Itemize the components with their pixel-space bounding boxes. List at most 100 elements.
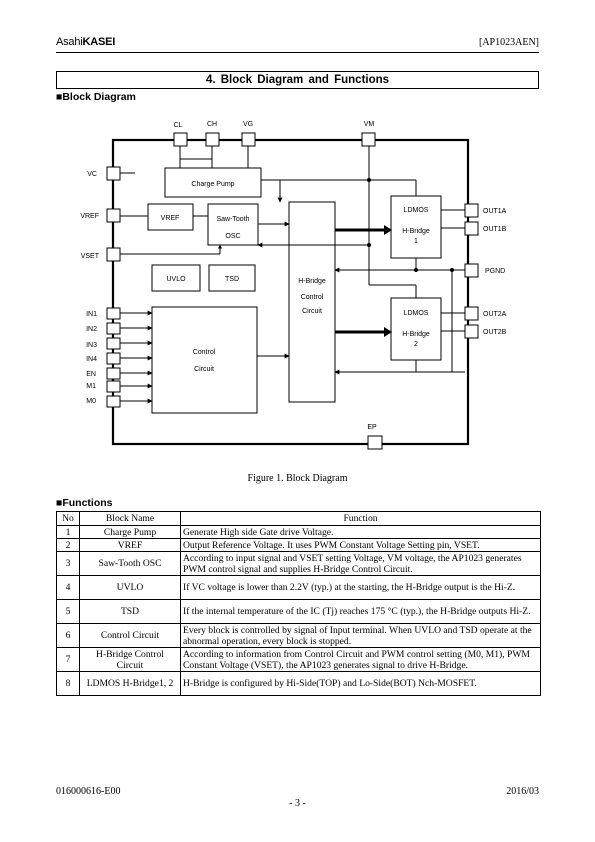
pin-out1b-label: OUT1B bbox=[483, 226, 507, 233]
row-name: H-Bridge Control Circuit bbox=[79, 647, 181, 672]
pin-vc-box bbox=[106, 166, 121, 181]
ldmos2-label-1: LDMOS bbox=[404, 310, 429, 317]
charge-pump-block bbox=[164, 167, 262, 198]
hb-ctrl-label-3: Circuit bbox=[302, 308, 322, 315]
pin-vg-box bbox=[241, 132, 256, 147]
table-row: 3 Saw-Tooth OSC According to input signa… bbox=[56, 551, 541, 576]
company-logo: AsahiKASEI bbox=[56, 36, 115, 48]
hbridge-control-block bbox=[288, 201, 336, 403]
table-row: 5 TSD If the internal temperature of the… bbox=[56, 599, 541, 624]
uvlo-block bbox=[151, 264, 201, 292]
header-block-name: Block Name bbox=[79, 511, 181, 526]
table-row: 6 Control Circuit Every block is control… bbox=[56, 623, 541, 648]
table-row: 4 UVLO If VC voltage is lower than 2.2V … bbox=[56, 575, 541, 600]
control-label-1: Control bbox=[193, 349, 216, 356]
pin-in3-box bbox=[106, 337, 121, 350]
row-function: According to input signal and VSET setti… bbox=[180, 551, 541, 576]
logo-kasei: KASEI bbox=[82, 36, 116, 48]
row-no: 7 bbox=[56, 647, 80, 672]
ldmos2-label-3: 2 bbox=[414, 341, 418, 348]
pin-en-box bbox=[106, 367, 121, 380]
pin-out1b-box bbox=[464, 221, 479, 236]
ldmos-hbridge2-block bbox=[390, 297, 442, 361]
sawtooth-label-2: OSC bbox=[225, 233, 240, 240]
pin-m0-box bbox=[106, 395, 121, 408]
pin-ep-box bbox=[367, 435, 383, 450]
footer-date: 2016/03 bbox=[506, 786, 539, 797]
charge-pump-label: Charge Pump bbox=[191, 181, 234, 188]
pin-ch-box bbox=[205, 132, 220, 147]
table-header-row: No Block Name Function bbox=[56, 511, 541, 526]
table-row: 1 Charge Pump Generate High side Gate dr… bbox=[56, 525, 541, 539]
row-name: Charge Pump bbox=[79, 525, 181, 539]
header-rule bbox=[56, 52, 539, 53]
vref-block bbox=[147, 203, 194, 231]
row-name: Control Circuit bbox=[79, 623, 181, 648]
ldmos1-label-2: H-Bridge bbox=[402, 228, 430, 235]
row-no: 6 bbox=[56, 623, 80, 648]
header-no: No bbox=[56, 511, 80, 526]
sawtooth-label-1: Saw-Tooth bbox=[216, 216, 249, 223]
row-function: If the internal temperature of the IC (T… bbox=[180, 599, 541, 624]
pin-cl-label: CL bbox=[174, 122, 183, 129]
pin-m0-label: M0 bbox=[86, 398, 96, 405]
pin-in4-label: IN4 bbox=[86, 356, 97, 363]
row-function: Every block is controlled by signal of I… bbox=[180, 623, 541, 648]
hb-ctrl-label-1: H-Bridge bbox=[298, 278, 326, 285]
row-no: 8 bbox=[56, 671, 80, 696]
row-no: 5 bbox=[56, 599, 80, 624]
table-row: 7 H-Bridge Control Circuit According to … bbox=[56, 647, 541, 672]
document-id: [AP1023AEN] bbox=[479, 37, 539, 48]
pin-vset-label: VSET bbox=[81, 253, 100, 260]
row-function: Output Reference Voltage. It uses PWM Co… bbox=[180, 538, 541, 552]
chip-outline bbox=[111, 138, 470, 446]
table-row: 8 LDMOS H-Bridge1, 2 H-Bridge is configu… bbox=[56, 671, 541, 696]
pin-pgnd-box bbox=[464, 263, 479, 278]
pin-vc-label: VC bbox=[87, 171, 97, 178]
pin-in2-box bbox=[106, 322, 121, 335]
control-circuit-block bbox=[151, 306, 258, 414]
pin-out1a-label: OUT1A bbox=[483, 208, 507, 215]
pin-m1-box bbox=[106, 380, 121, 393]
uvlo-block-label: UVLO bbox=[166, 276, 186, 283]
pin-vset-box bbox=[106, 247, 121, 262]
row-name: VREF bbox=[79, 538, 181, 552]
row-name: UVLO bbox=[79, 575, 181, 600]
ldmos2-label-2: H-Bridge bbox=[402, 331, 430, 338]
ldmos1-label-3: 1 bbox=[414, 238, 418, 245]
row-no: 4 bbox=[56, 575, 80, 600]
pin-in3-label: IN3 bbox=[86, 342, 97, 349]
control-label-2: Circuit bbox=[194, 366, 214, 373]
ldmos-hbridge1-block bbox=[390, 195, 442, 259]
sawtooth-osc-block bbox=[207, 203, 259, 246]
logo-asahi: Asahi bbox=[56, 36, 83, 48]
footer-page-number: - 3 - bbox=[289, 798, 306, 809]
block-diagram: CL CH VG VM VC VREF VSET IN1 IN2 IN3 IN4… bbox=[80, 121, 507, 450]
tsd-block bbox=[208, 264, 256, 292]
pin-in2-label: IN2 bbox=[86, 326, 97, 333]
pin-out2a-label: OUT2A bbox=[483, 311, 507, 318]
pin-out2a-box bbox=[464, 306, 479, 321]
row-function: H-Bridge is configured by Hi-Side(TOP) a… bbox=[180, 671, 541, 696]
pin-out2b-label: OUT2B bbox=[483, 329, 507, 336]
pin-cl-box bbox=[173, 132, 188, 147]
row-function: According to information from Control Ci… bbox=[180, 647, 541, 672]
pin-pgnd-label: PGND bbox=[485, 268, 505, 275]
pin-vm-label: VM bbox=[364, 121, 375, 128]
row-name: TSD bbox=[79, 599, 181, 624]
row-no: 3 bbox=[56, 551, 80, 576]
pin-in1-label: IN1 bbox=[86, 311, 97, 318]
row-name: Saw-Tooth OSC bbox=[79, 551, 181, 576]
pin-ep-label: EP bbox=[367, 424, 377, 431]
pin-vm-box bbox=[361, 132, 376, 147]
figure-caption: Figure 1. Block Diagram bbox=[247, 473, 348, 484]
footer-doc-number: 016000616-E00 bbox=[56, 786, 121, 797]
block-diagram-heading: ■Block Diagram bbox=[56, 91, 136, 103]
functions-table: No Block Name Function 1 Charge Pump Gen… bbox=[56, 511, 541, 696]
row-function: Generate High side Gate drive Voltage. bbox=[180, 525, 541, 539]
ldmos1-label-1: LDMOS bbox=[404, 207, 429, 214]
row-function: If VC voltage is lower than 2.2V (typ.) … bbox=[180, 575, 541, 600]
pin-out1a-box bbox=[464, 203, 479, 218]
pin-en-label: EN bbox=[86, 371, 96, 378]
section-title: 4. Block Diagram and Functions bbox=[56, 71, 539, 89]
